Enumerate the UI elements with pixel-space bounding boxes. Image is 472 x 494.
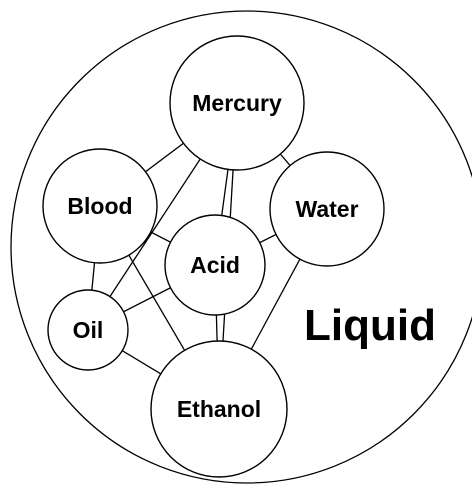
node-blood: Blood — [42, 148, 158, 264]
node-water: Water — [269, 151, 385, 267]
node-label-ethanol: Ethanol — [177, 396, 261, 422]
node-label-blood: Blood — [67, 193, 132, 219]
node-ethanol: Ethanol — [150, 340, 288, 478]
node-circle-acid — [164, 214, 266, 316]
node-label-acid: Acid — [190, 252, 240, 278]
node-circle-ethanol — [150, 340, 288, 478]
node-label-mercury: Mercury — [192, 90, 282, 116]
node-acid: Acid — [164, 214, 266, 316]
node-label-oil: Oil — [73, 317, 104, 343]
node-circle-water — [269, 151, 385, 267]
node-circle-blood — [42, 148, 158, 264]
node-circle-mercury — [169, 35, 305, 171]
node-oil: Oil — [47, 289, 129, 371]
node-mercury: Mercury — [169, 35, 305, 171]
container-label: Liquid — [304, 301, 436, 350]
node-label-water: Water — [295, 196, 358, 222]
node-circle-oil — [47, 289, 129, 371]
